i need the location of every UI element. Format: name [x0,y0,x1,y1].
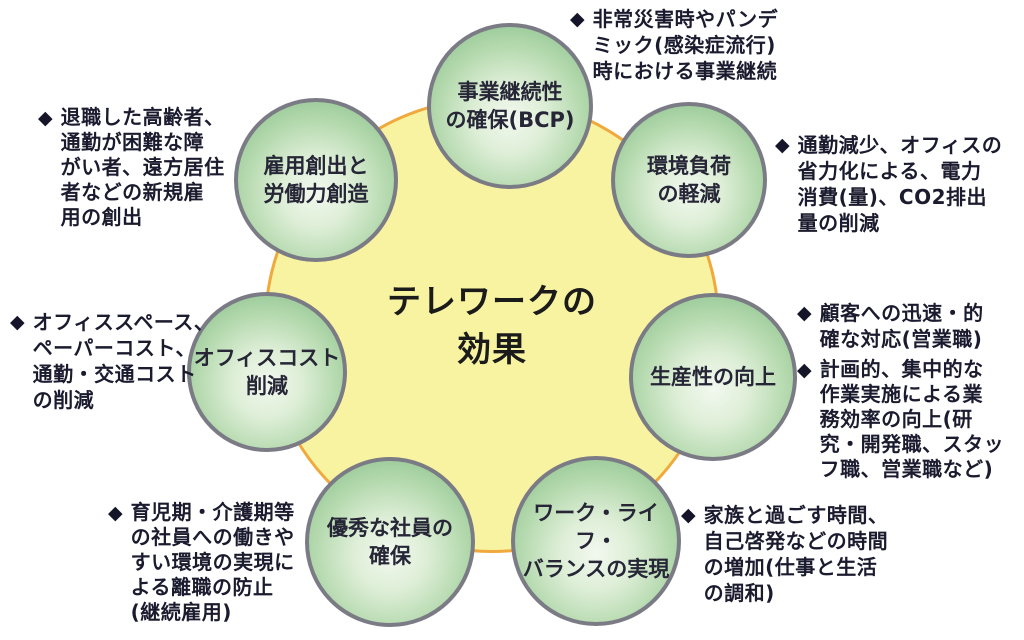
annotation-office-cost: ◆ オフィススペース、 ペーパーコスト、 通勤・交通コスト の削減 [10,309,214,413]
diamond-bullet-icon: ◆ [570,8,585,30]
node-job-creation: 雇用創出と 労働力創造 [234,98,398,262]
annotation-productivity-2: ◆ 計画的、集中的な 作業実施による業 務効率の向上(研 究・開発職、スタッ フ… [797,357,1004,482]
node-label: 生産性の向上 [650,365,776,389]
node-environmental-load: 環境負荷 の軽減 [611,102,767,258]
node-business-continuity: 事業継続性 の確保(BCP) [427,23,593,189]
node-talented-employees: 優秀な社員の 確保 [305,457,475,627]
annotation-productivity-1: ◆ 顧客への迅速・的 確な対応(営業職) [797,300,984,352]
node-label: 優秀な社員の 確保 [327,516,453,568]
annotation-text: 顧客への迅速・的 確な対応(営業職) [819,301,984,351]
annotation-text: 育児期・介護期等 の社員への働きや すい環境の実現に よる離職の防止 (継続雇用… [130,500,295,624]
annotation-text: 計画的、集中的な 作業実施による業 務効率の向上(研 究・開発職、スタッ フ職、… [819,357,1005,481]
annotation-text: オフィススペース、 ペーパーコスト、 通勤・交通コスト の削減 [32,310,215,412]
annotation-text: 非常災害時やパンデ ミック(感染症流行) 時における事業継続 [592,7,779,83]
annotation-text: 家族と過ごす時間、 自己啓発などの時間 の増加(仕事と生活 の調和) [703,503,889,605]
diamond-bullet-icon: ◆ [681,504,696,526]
node-label: オフィスコスト 削減 [193,346,341,398]
node-label: ワーク・ライフ・ バランスの実現 [522,501,670,581]
diamond-bullet-icon: ◆ [797,359,812,381]
annotation-environmental-load: ◆ 通勤減少、オフィスの 省力化による、電力 消費(量)、CO2排出 量の削減 [775,132,1002,236]
node-productivity: 生産性の向上 [629,293,797,461]
diamond-bullet-icon: ◆ [775,134,790,156]
annotation-text: 退職した高齢者、 通勤が困難な障 がい者、遠方居住 者などの新規雇 用の創出 [60,105,225,229]
annotation-talented-employees: ◆ 育児期・介護期等 の社員への働きや すい環境の実現に よる離職の防止 (継続… [108,500,295,625]
diamond-bullet-icon: ◆ [10,311,25,333]
diamond-bullet-icon: ◆ [797,302,812,324]
annotation-business-continuity: ◆ 非常災害時やパンデ ミック(感染症流行) 時における事業継続 [570,6,778,84]
diamond-bullet-icon: ◆ [108,502,123,524]
diamond-bullet-icon: ◆ [38,107,53,129]
annotation-text: 通勤減少、オフィスの 省力化による、電力 消費(量)、CO2排出 量の削減 [797,133,1003,235]
node-label: 雇用創出と 労働力創造 [263,154,369,206]
diagram-title: テレワークの 効果 [387,282,597,370]
node-label: 環境負荷 の軽減 [647,154,731,206]
node-work-life-balance: ワーク・ライフ・ バランスの実現 [511,456,681,626]
node-office-cost: オフィスコスト 削減 [187,292,347,452]
node-label: 事業継続性 の確保(BCP) [445,80,575,132]
annotation-work-life-balance: ◆ 家族と過ごす時間、 自己啓発などの時間 の増加(仕事と生活 の調和) [681,502,888,606]
annotation-job-creation: ◆ 退職した高齢者、 通勤が困難な障 がい者、遠方居住 者などの新規雇 用の創出 [38,105,225,230]
